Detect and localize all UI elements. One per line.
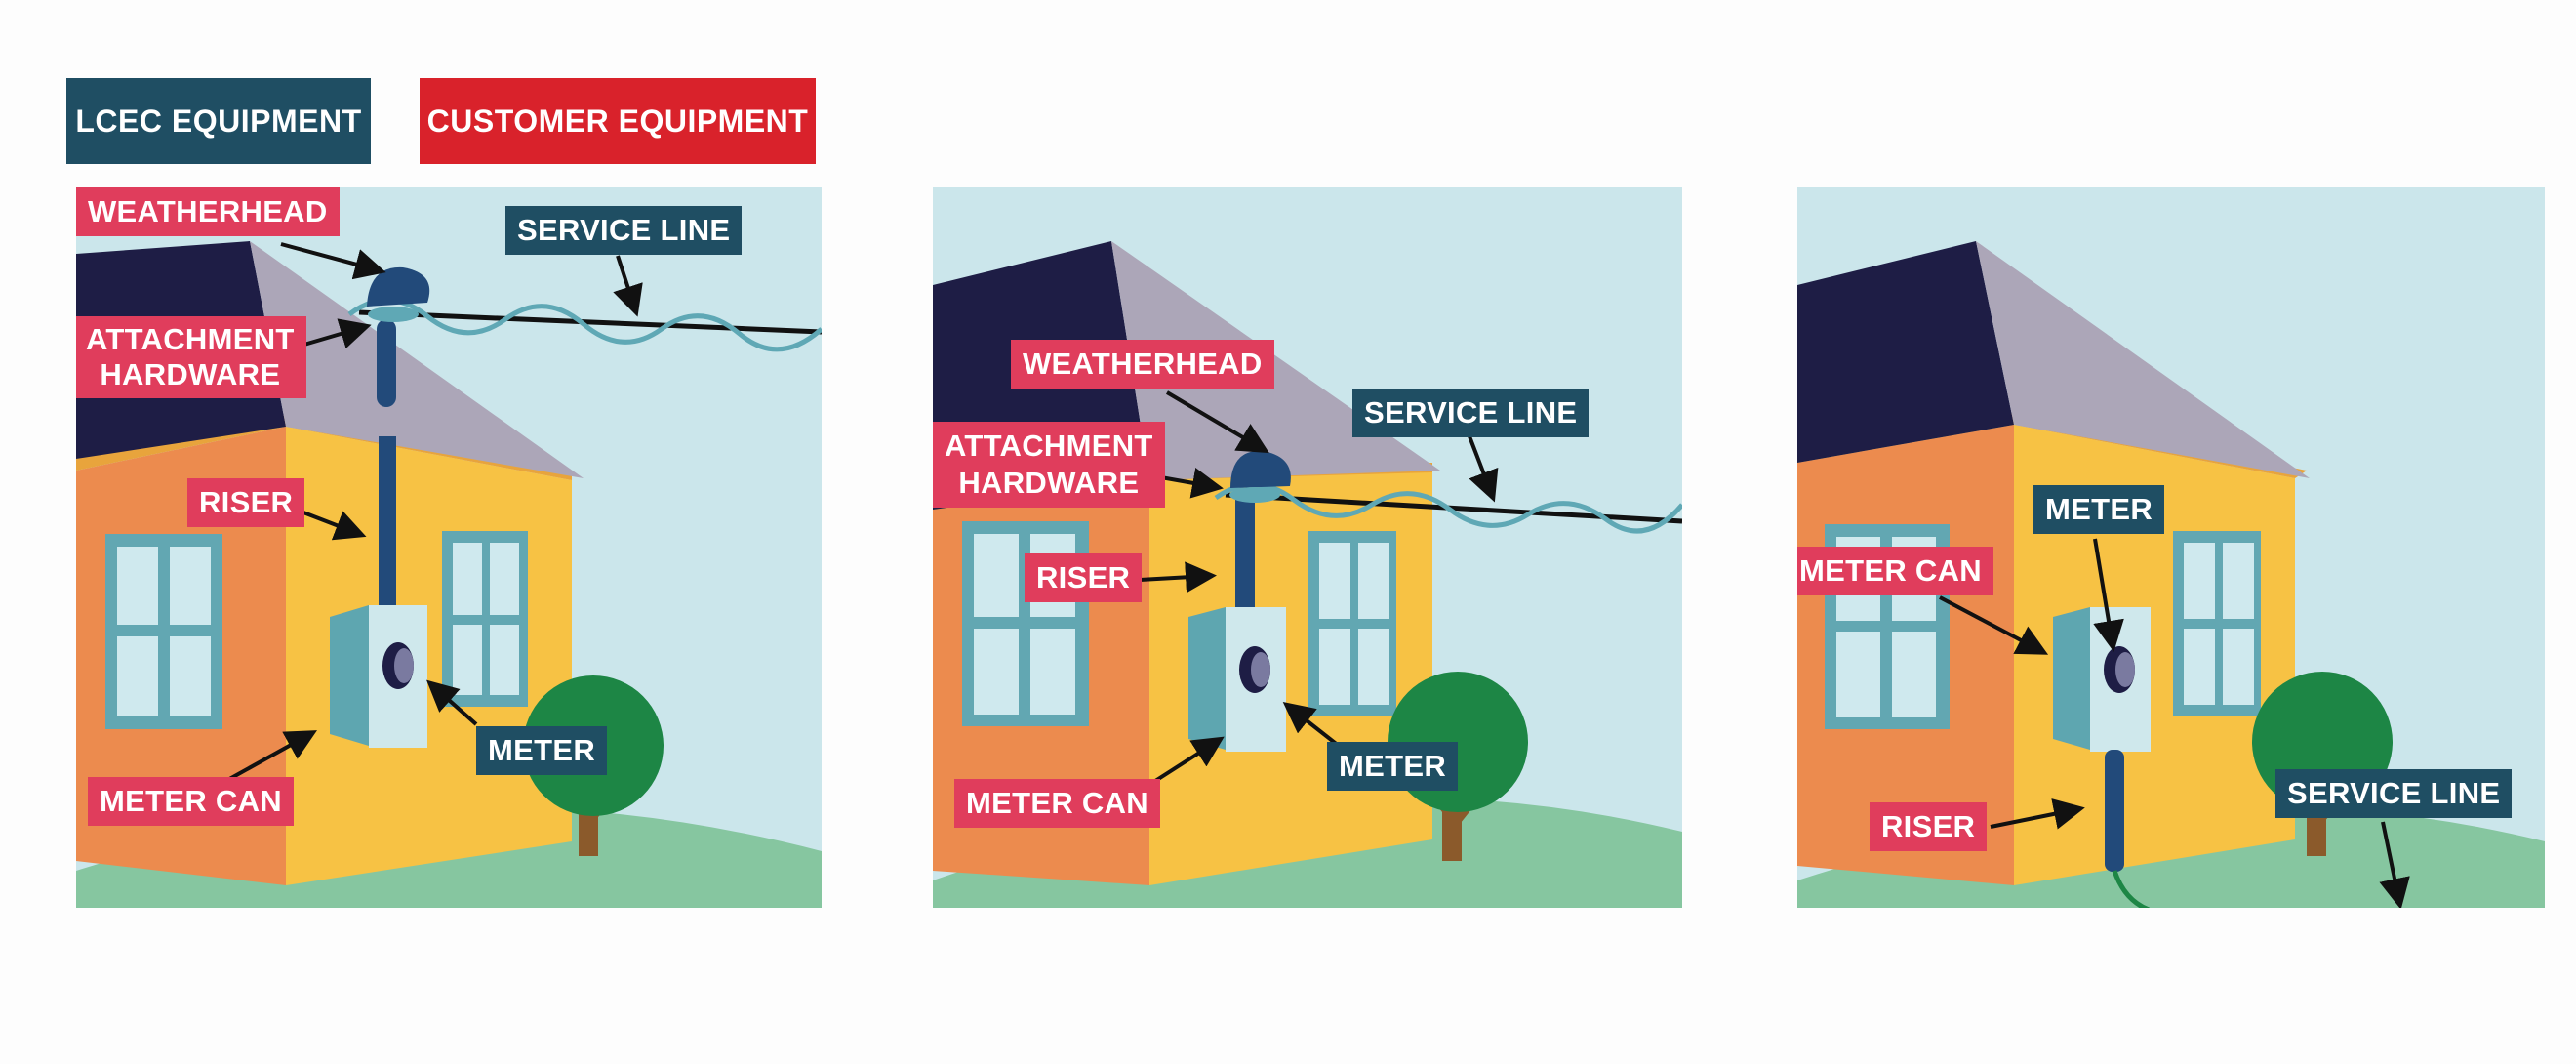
label-weatherhead: WEATHERHEAD xyxy=(1011,340,1274,389)
meter-can-side xyxy=(1188,607,1226,750)
diagram-panel-overhead: WEATHERHEAD ATTACHMENT HARDWARE RISER ME… xyxy=(76,187,822,908)
riser xyxy=(1235,500,1255,632)
diagram-panel-overhead-front: WEATHERHEAD ATTACHMENT HARDWARE RISER ME… xyxy=(933,187,1682,908)
roof-light xyxy=(1976,241,2310,478)
window-front xyxy=(2173,531,2261,716)
legend-lcec-equipment: LCEC EQUIPMENT xyxy=(66,78,371,164)
label-attachment-hardware-line1: ATTACHMENT xyxy=(86,322,295,356)
legend-customer-equipment: CUSTOMER EQUIPMENT xyxy=(420,78,816,164)
label-meter-can: METER CAN xyxy=(1797,547,1993,595)
label-riser: RISER xyxy=(187,478,305,527)
label-service-line: SERVICE LINE xyxy=(505,206,743,255)
label-service-line: SERVICE LINE xyxy=(1352,389,1590,437)
label-attachment-hardware: ATTACHMENT HARDWARE xyxy=(933,422,1165,508)
window-side xyxy=(105,534,222,729)
roof-light xyxy=(250,241,584,478)
label-meter-can: METER CAN xyxy=(954,779,1160,828)
house-front-wall xyxy=(286,427,572,885)
label-attachment-hardware-line2: HARDWARE xyxy=(958,466,1140,500)
label-attachment-hardware: ATTACHMENT HARDWARE xyxy=(76,316,306,398)
riser-upper xyxy=(377,319,396,407)
label-riser: RISER xyxy=(1025,553,1143,602)
window-front xyxy=(442,531,528,707)
label-riser: RISER xyxy=(1870,802,1988,851)
house-scene-2 xyxy=(933,187,1682,908)
riser xyxy=(2105,750,2124,872)
label-meter-can: METER CAN xyxy=(88,777,294,826)
label-meter: METER xyxy=(2033,485,2164,534)
window-front xyxy=(1308,531,1396,716)
label-service-line: SERVICE LINE xyxy=(2275,769,2513,818)
label-meter: METER xyxy=(476,726,607,775)
house-scene-3 xyxy=(1797,187,2545,908)
label-attachment-hardware-line1: ATTACHMENT xyxy=(945,429,1153,463)
diagram-panel-underground: METER METER CAN RISER SERVICE LINE xyxy=(1797,187,2545,908)
meter-can-side xyxy=(330,605,369,746)
roof-dark xyxy=(1797,241,2014,463)
label-weatherhead: WEATHERHEAD xyxy=(76,187,340,236)
window-side xyxy=(962,521,1089,726)
weatherhead-cap xyxy=(1230,450,1291,488)
meter-can-side xyxy=(2053,607,2090,750)
riser-lower xyxy=(379,436,396,627)
service-line-cable xyxy=(1214,482,1682,534)
service-line-cable xyxy=(2112,870,2151,908)
label-meter: METER xyxy=(1327,742,1458,791)
label-attachment-hardware-line2: HARDWARE xyxy=(100,357,281,391)
service-line-cable xyxy=(347,298,822,352)
house-scene-1 xyxy=(76,187,822,908)
